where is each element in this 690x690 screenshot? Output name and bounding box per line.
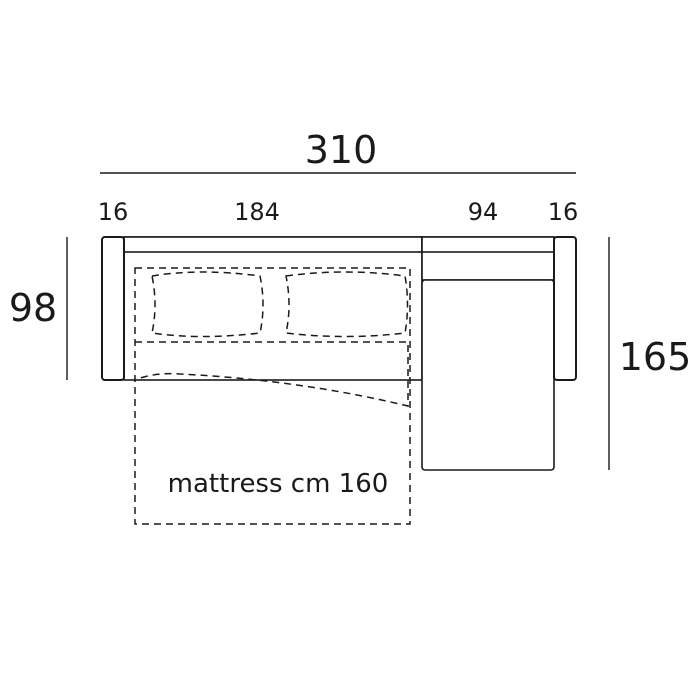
mattress-label: mattress cm 160 [168,469,389,499]
chaise-backrest [421,236,555,253]
main-depth-label: 98 [9,286,57,330]
left-arm-width-label: 16 [98,198,129,226]
chaise-seat [421,279,555,471]
total-width-label: 310 [305,128,378,172]
pull-out-bed-outline [134,267,411,525]
left-arm [101,236,125,381]
main-seat-body [123,236,423,381]
pillow-left [151,271,264,338]
right-arm-width-label: 16 [548,198,579,226]
main-section-width-label: 184 [234,198,280,226]
right-arm [553,236,577,381]
duvet-fold [134,341,409,407]
pillow-right [285,271,409,338]
chaise-depth-label: 165 [619,335,690,379]
main-backrest [123,236,423,253]
chaise-width-label: 94 [468,198,499,226]
